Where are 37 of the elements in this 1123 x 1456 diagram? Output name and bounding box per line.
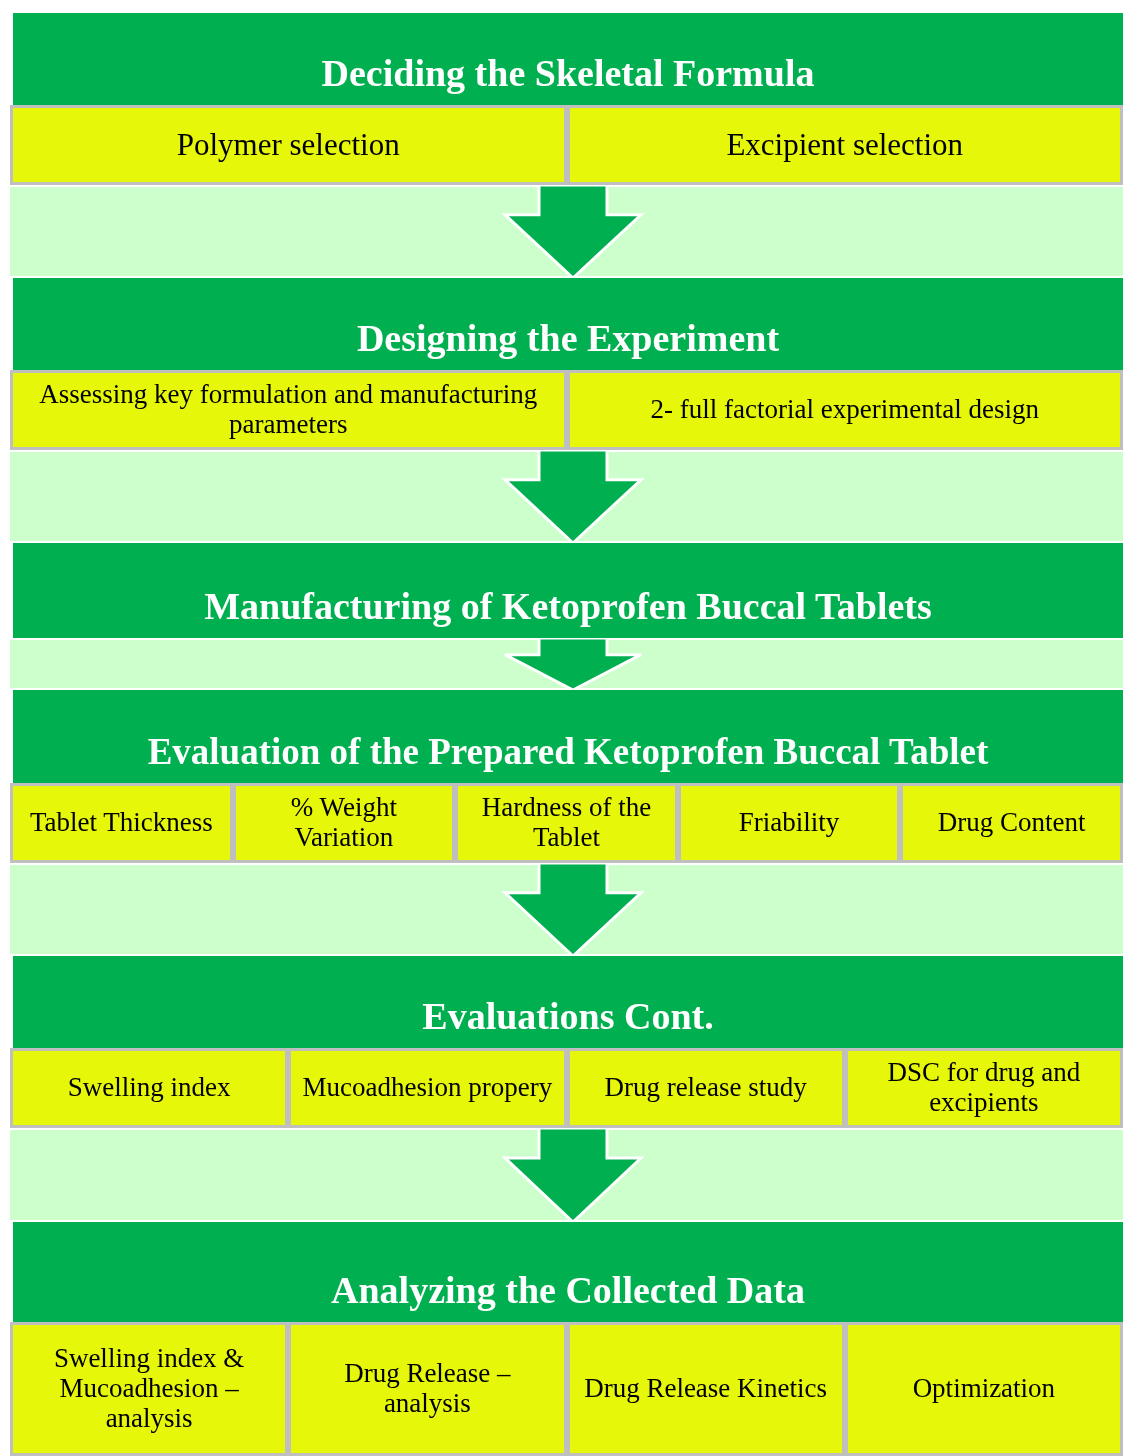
step-cell (10, 105, 567, 185)
step-label: Optimization (912, 1374, 1056, 1404)
stage-heading: Deciding the Skeletal Formula (321, 50, 815, 96)
step-cell (900, 783, 1123, 863)
step-cell (288, 1322, 567, 1456)
step-label: Mucoadhesion propery (302, 1073, 553, 1103)
stage-heading: Evaluation of the Prepared Ketoprofen Buccal Tablet (147, 729, 989, 774)
stage-heading: Manufacturing of Ketoprofen Buccal Tablets (204, 583, 932, 629)
step-cell (455, 783, 678, 863)
step-label: 2- full factorial experimental design (650, 395, 1039, 425)
step-label: Drug Release – analysis (343, 1359, 512, 1419)
stage-panel (13, 956, 1123, 1128)
stage-panel (13, 278, 1123, 450)
step-label: Excipient selection (726, 127, 964, 163)
step-cell (10, 783, 233, 863)
stage-panel (13, 1222, 1123, 1456)
step-label: Swelling index & Mucoadhesion – analysis (52, 1344, 246, 1434)
down-arrow (503, 636, 643, 692)
step-label: Drug Content (937, 808, 1086, 838)
step-label: Drug Release Kinetics (584, 1374, 828, 1404)
step-label: Swelling index (67, 1073, 231, 1103)
step-label: Drug release study (604, 1073, 807, 1103)
step-label: DSC for drug and excipients (886, 1058, 1082, 1118)
stage-heading: Analyzing the Collected Data (331, 1267, 805, 1313)
step-cell (10, 370, 567, 450)
step-label: Hardness of the Tablet (480, 793, 653, 853)
step-label: Assessing key formulation and manufacturing parameters (38, 380, 539, 440)
step-label: Tablet Thickness (29, 808, 213, 838)
stage-heading: Evaluations Cont. (422, 993, 714, 1039)
stage-panel (13, 690, 1123, 863)
stage-panel (13, 543, 1123, 638)
step-label: Polymer selection (176, 127, 400, 163)
stage-heading: Designing the Experiment (356, 315, 780, 361)
step-label: Friability (738, 808, 840, 838)
step-cell (288, 1048, 567, 1128)
step-label: % Weight Variation (289, 793, 398, 853)
stage-panel (13, 13, 1123, 185)
